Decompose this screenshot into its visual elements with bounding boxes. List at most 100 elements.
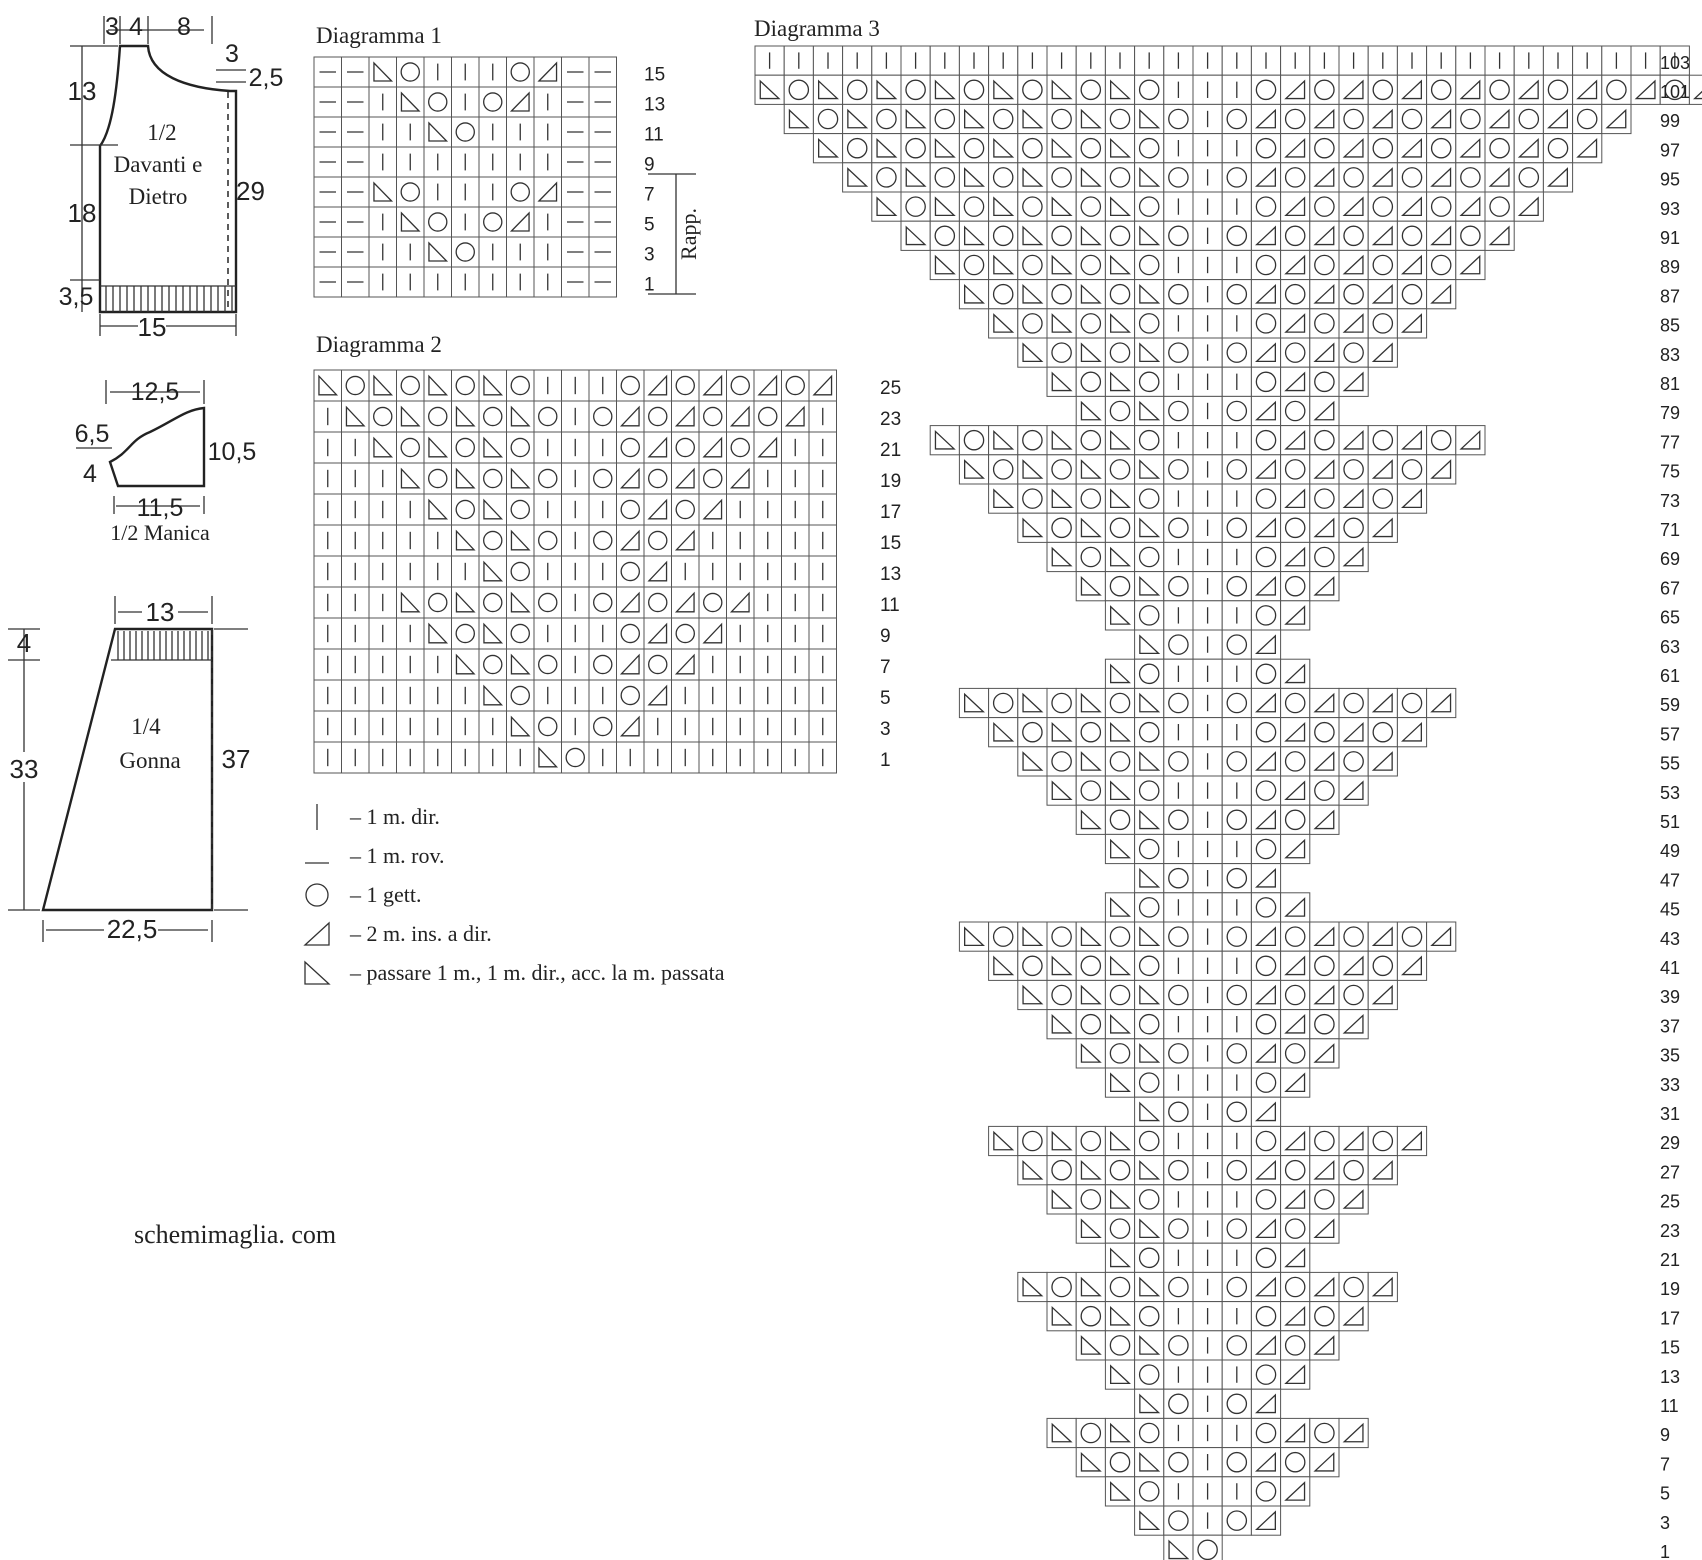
yarn-over-icon xyxy=(730,437,750,458)
skp-icon xyxy=(788,108,810,129)
k2tog-icon xyxy=(1284,313,1306,333)
skp-icon xyxy=(1168,1539,1190,1560)
yarn-over-icon xyxy=(934,167,956,188)
k2tog-icon xyxy=(1342,429,1364,450)
k2tog-icon xyxy=(1342,488,1364,509)
body-dim-rib: 3,5 xyxy=(59,283,94,311)
yarn-over-icon xyxy=(1372,721,1394,743)
k2tog-icon xyxy=(674,591,695,613)
yarn-over-icon xyxy=(1343,108,1364,130)
k2tog-icon xyxy=(674,653,695,675)
k2tog-icon xyxy=(1255,1101,1276,1122)
yarn-over-icon xyxy=(538,530,558,551)
body-label-line3: Dietro xyxy=(129,184,188,209)
yarn-over-icon xyxy=(1022,196,1043,217)
yarn-over-icon xyxy=(1255,1305,1277,1327)
k2tog-icon xyxy=(1284,780,1306,801)
skp-icon xyxy=(964,167,985,187)
yarn-over-icon xyxy=(1226,751,1248,772)
skp-icon xyxy=(1051,955,1073,976)
k2tog-icon xyxy=(1401,721,1422,742)
yarn-over-icon xyxy=(1168,167,1189,188)
k2tog-icon xyxy=(619,529,640,551)
yarn-over-icon xyxy=(538,406,558,427)
k2tog-icon xyxy=(1284,429,1306,450)
k2tog-icon xyxy=(1401,313,1422,333)
skp-icon xyxy=(1139,1101,1161,1122)
yarn-over-icon xyxy=(1372,254,1394,276)
row-number: 1 xyxy=(644,274,655,295)
k2tog-icon xyxy=(1284,1013,1306,1034)
skp-icon xyxy=(1110,605,1131,625)
skp-icon xyxy=(304,960,331,985)
row-number: 103 xyxy=(1660,53,1690,73)
legend: – 1 m. dir.– 1 m. rov.– 1 gett.– 2 m. in… xyxy=(303,804,725,985)
k2tog-icon xyxy=(674,405,695,427)
row-number: 83 xyxy=(1660,345,1680,365)
k2tog-icon xyxy=(1284,663,1306,684)
skp-icon xyxy=(934,196,956,217)
sleeve-bottom-dim-lines xyxy=(113,496,205,514)
body-top-dim-lines xyxy=(103,16,213,44)
k2tog-icon xyxy=(674,529,695,551)
yarn-over-icon xyxy=(758,406,778,427)
yarn-over-icon xyxy=(1314,1189,1335,1210)
yarn-over-icon xyxy=(510,182,530,202)
yarn-over-icon xyxy=(1430,429,1452,451)
k2tog-icon xyxy=(1284,1364,1306,1385)
skp-icon xyxy=(1080,1276,1102,1297)
yarn-over-icon xyxy=(1401,926,1423,947)
skp-icon xyxy=(876,79,898,100)
k2tog-icon xyxy=(1342,1305,1364,1326)
skp-icon xyxy=(993,196,1015,217)
body-label-line1: 1/2 xyxy=(147,120,176,145)
yarn-over-icon xyxy=(1080,1130,1102,1152)
skp-icon xyxy=(993,137,1015,158)
yarn-over-icon xyxy=(1168,342,1189,363)
row-number: 3 xyxy=(644,244,655,265)
yarn-over-icon xyxy=(1284,809,1306,831)
skp-icon xyxy=(1051,254,1073,275)
yarn-over-icon xyxy=(1109,926,1131,947)
yarn-over-icon xyxy=(1168,809,1189,831)
k2tog-icon xyxy=(1488,167,1510,187)
row-number: 55 xyxy=(1660,754,1680,774)
k2tog-icon xyxy=(1255,517,1276,538)
yarn-over-icon xyxy=(1284,1335,1306,1356)
skp-icon xyxy=(993,254,1015,275)
row-number: 99 xyxy=(1660,111,1680,131)
yarn-over-icon xyxy=(1080,371,1102,393)
k2tog-icon xyxy=(619,715,640,737)
yarn-over-icon xyxy=(1401,283,1423,305)
diagram3-row-numbers: 1031019997959391898785838179777573716967… xyxy=(1660,53,1690,1560)
skp-icon xyxy=(1051,137,1073,158)
yarn-over-icon xyxy=(1314,955,1335,977)
chart-cell xyxy=(1163,1534,1194,1560)
yarn-over-icon xyxy=(538,468,558,489)
yarn-over-icon xyxy=(1372,196,1394,217)
yarn-over-icon xyxy=(1372,955,1394,977)
chart-cell xyxy=(313,266,342,298)
skp-icon xyxy=(1110,429,1131,450)
skp-icon xyxy=(1139,1335,1161,1355)
yarn-over-icon xyxy=(428,592,448,613)
skirt-label-line1: 1/4 xyxy=(131,714,161,739)
yarn-over-icon xyxy=(1051,751,1072,772)
row-number: 89 xyxy=(1660,257,1680,277)
body-rib xyxy=(105,286,233,312)
yarn-over-icon xyxy=(483,654,503,675)
yarn-over-icon xyxy=(1284,283,1306,305)
k2tog-icon xyxy=(1255,167,1276,187)
skp-icon xyxy=(1080,692,1102,713)
skp-icon xyxy=(1080,225,1102,246)
skp-icon xyxy=(934,79,956,100)
skp-icon xyxy=(1080,283,1102,304)
k2tog-icon xyxy=(1313,751,1335,771)
k2tog-icon xyxy=(1605,108,1627,129)
skp-icon xyxy=(934,254,956,275)
k2tog-icon xyxy=(1371,517,1393,538)
yarn-over-icon xyxy=(400,437,420,458)
yarn-over-icon xyxy=(483,468,503,489)
